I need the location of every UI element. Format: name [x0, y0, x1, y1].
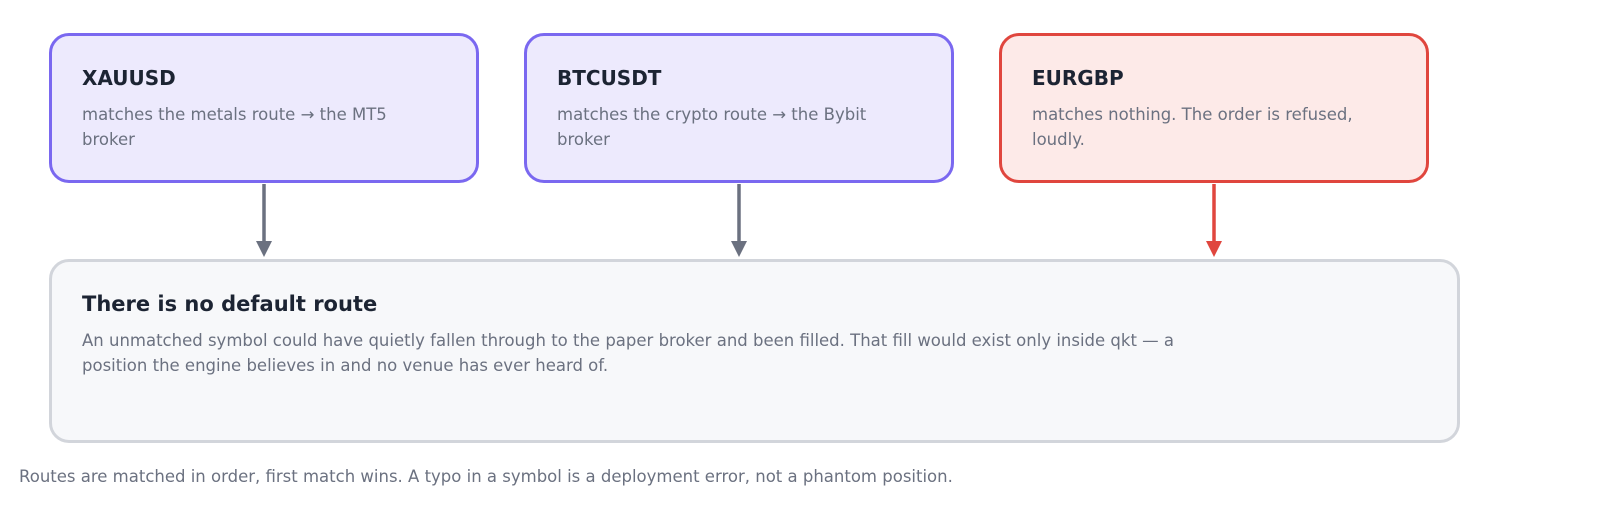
route-card-eurgbp: EURGBP matches nothing. The order is ref… [999, 33, 1429, 183]
panel-title: There is no default route [82, 292, 378, 316]
route-symbol: EURGBP [1032, 66, 1124, 90]
arrow-xauusd [256, 184, 272, 257]
route-description: matches nothing. The order is refused, l… [1032, 105, 1353, 149]
route-description: matches the crypto route → the Bybit bro… [557, 105, 867, 149]
panel-body: An unmatched symbol could have quietly f… [82, 331, 1175, 375]
arrow-btcusdt [731, 184, 747, 257]
route-card-btcusdt: BTCUSDT matches the crypto route → the B… [524, 33, 954, 183]
footnote: Routes are matched in order, first match… [19, 467, 953, 486]
arrow-eurgbp [1206, 184, 1222, 257]
no-default-route-panel: There is no default route An unmatched s… [49, 259, 1460, 443]
route-symbol: BTCUSDT [557, 66, 662, 90]
route-card-xauusd: XAUUSD matches the metals route → the MT… [49, 33, 479, 183]
route-symbol: XAUUSD [82, 66, 176, 90]
route-description: matches the metals route → the MT5 broke… [82, 105, 387, 149]
